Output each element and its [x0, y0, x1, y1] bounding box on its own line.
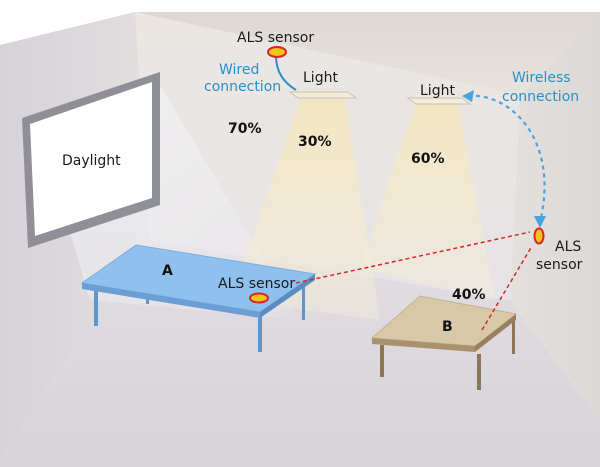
- light-cone-right: [360, 105, 495, 300]
- sensor-link-a: [295, 231, 531, 284]
- wireless-arrow-top: [462, 90, 474, 102]
- window-pane: [30, 82, 152, 236]
- table-a-label: A: [162, 263, 173, 279]
- light-cone-left: [230, 100, 380, 320]
- als-sensor-table-label: ALS sensor: [218, 276, 295, 292]
- light-right-percent: 60%: [411, 151, 445, 167]
- als-sensor-wall: [533, 227, 545, 245]
- wireless-label-line1: Wireless: [512, 70, 571, 86]
- daylight-percent: 70%: [228, 121, 262, 137]
- wireless-arrow-bottom: [534, 216, 546, 228]
- wired-label-line2: connection: [204, 79, 281, 95]
- light-left-percent: 30%: [298, 134, 332, 150]
- als-sensor-ceiling: [267, 46, 287, 58]
- daylight-label: Daylight: [62, 153, 121, 169]
- als-sensor-table: [249, 292, 269, 304]
- light-fixture-left: [288, 91, 358, 99]
- als-right-label-line2: sensor: [536, 257, 583, 273]
- table-b: [370, 295, 518, 390]
- als-sensor-top-label: ALS sensor: [237, 30, 314, 46]
- light-left-label: Light: [303, 70, 338, 86]
- wired-label-line1: Wired: [219, 62, 259, 78]
- right-wall: [510, 12, 600, 420]
- wired-cable: [275, 55, 297, 91]
- sensor-link-b: [481, 245, 533, 331]
- table-b-label: B: [442, 319, 453, 335]
- light-right-label: Light: [420, 83, 455, 99]
- wireless-label-line2: connection: [502, 89, 579, 105]
- als-right-label-line1: ALS: [555, 239, 581, 255]
- table-b-daylight-percent: 40%: [452, 287, 486, 303]
- light-fixture-right: [406, 97, 472, 105]
